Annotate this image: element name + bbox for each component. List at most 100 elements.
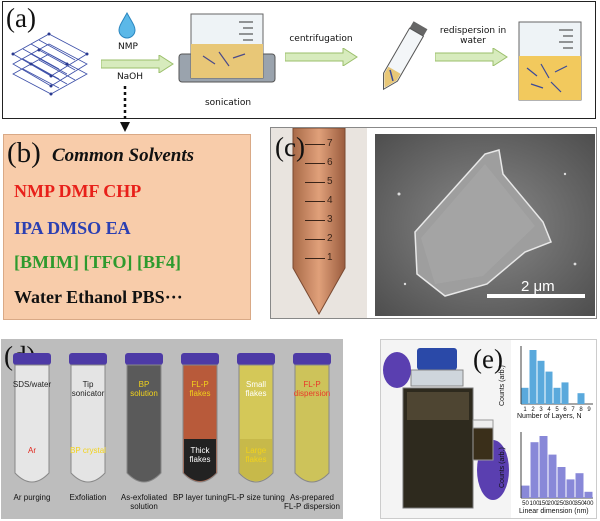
scale-bar-label: 2 μm [521,278,555,295]
tube-cap [181,353,219,365]
reagent-nmp: NMP [118,42,138,52]
hist-tick-label: 1 [523,407,527,413]
tube-mark: 4 [327,195,333,206]
hist-top-ylabel: Counts (arb.) [499,365,506,406]
tube-inner-top-label: Small flakes [245,380,267,398]
bottle-photo [381,340,511,518]
tube-mark-line [305,201,325,202]
hist-bar [539,436,548,498]
tube-body [294,364,330,483]
hist-bar [584,491,593,498]
hist-bar [548,454,557,498]
tube-cap [13,353,51,365]
dotted-arrow-down-icon [120,86,130,132]
panel-b: (b) Common Solvents NMP DMF CHP IPA DMSO… [3,134,251,320]
tube-inner-bottom-label: Ar [28,446,36,455]
hist-tick-label: 50 [522,501,529,507]
tube-inner-top-label: SDS/water [12,380,52,389]
tube-mark-line [305,239,325,240]
tube-mark: 2 [327,233,333,244]
tube-caption: FL-P size tuning [227,493,285,502]
tube-mark-line [305,144,325,145]
hist-bar [537,360,545,404]
hist-tick-label: 100 [529,501,540,507]
droplet-icon [118,11,136,39]
sem-flake-image [375,134,595,316]
tube-inner-top-label: FL-P dispersion [293,380,331,398]
dispersion-tube-photo [271,128,367,318]
solvent-row-4: Water Ethanol PBS··· [14,287,183,307]
tube-body [126,364,162,483]
tube-mark-line [305,258,325,259]
hist-bar [529,350,537,404]
hist-tick-label: 300 [565,501,576,507]
hist-tick-label: 5 [555,407,559,413]
hist-tick-label: 200 [547,501,558,507]
tube-inner-bottom-label: BP crystal [70,446,106,455]
hist-bar [561,382,569,404]
hist-tick-label: 150 [538,501,549,507]
tube-sediment [184,439,216,481]
step-centrifugation: centrifugation [289,34,353,44]
hist-bar [521,485,530,498]
tube-caption: Ar purging [13,493,51,502]
tube-mark-line [305,163,325,164]
arrow-right-icon [101,55,174,73]
hist-tick-label: 4 [547,407,551,413]
panel-c-label: (c) [275,132,305,162]
tube-sediment [240,439,272,481]
hist-bar [557,467,566,498]
tube-cap [237,353,275,365]
step-sonication: sonication [204,98,252,108]
hist-bar [566,479,575,498]
reagent-naoh: NaOH [116,72,144,82]
tube-inner-top-label: BP solution [130,380,158,398]
hist-bar [575,473,584,498]
panel-a: (a) NMP NaOH [2,1,596,132]
hist-bar [530,442,539,498]
tube-body [14,364,50,483]
tube-inner-bottom-label: Thick flakes [189,446,211,464]
centrifuge-tube-icon [382,21,428,91]
solvent-row-3: [BMIM] [TFO] [BF4] [14,252,181,272]
bp-crystal-lattice-icon [11,32,89,96]
tube-cap [69,353,107,365]
tube-inner-bottom-label: Large flakes [245,446,267,464]
hist-tick-label: 8 [579,407,583,413]
hist-bar [521,387,529,404]
tube-caption: As-prepared FL-P dispersion [284,493,340,512]
solvents-title: Common Solvents [52,145,194,166]
hist-bottom-ylabel: Counts (arb.) [499,447,506,488]
tube-mark-line [305,182,325,183]
tube-inner-top-label: FL-P flakes [189,380,211,398]
arrow-right-icon [285,48,358,66]
hist-tick-label: 350 [574,501,585,507]
solvent-row-2: IPA DMSO EA [14,218,131,238]
tube-cap [125,353,163,365]
hist-tick-label: 400 [583,501,594,507]
arrow-right-icon [435,48,508,66]
tube-mark: 7 [327,138,333,149]
hist-tick-label: 250 [556,501,567,507]
hist-tick-label: 7 [571,407,575,413]
hist-top-xlabel: Number of Layers, N [517,413,582,420]
panel-b-label: (b) [7,137,41,169]
tube-mark: 1 [327,252,333,263]
tube-series [13,353,331,483]
hist-tick-label: 9 [587,407,591,413]
panel-a-label: (a) [6,3,36,33]
tube-caption: Exfoliation [69,493,107,502]
tube-body [70,364,106,483]
hist-bar [553,387,561,404]
hist-tick-label: 6 [563,407,567,413]
tube-mark-line [305,220,325,221]
tube-mark: 6 [327,157,333,168]
hist-bottom-xlabel: Linear dimension (nm) [519,508,589,515]
tube-mark: 3 [327,214,333,225]
tube-caption: As-exfoliated solution [120,493,168,512]
hist-tick-label: 3 [539,407,543,413]
tube-cap [293,353,331,365]
